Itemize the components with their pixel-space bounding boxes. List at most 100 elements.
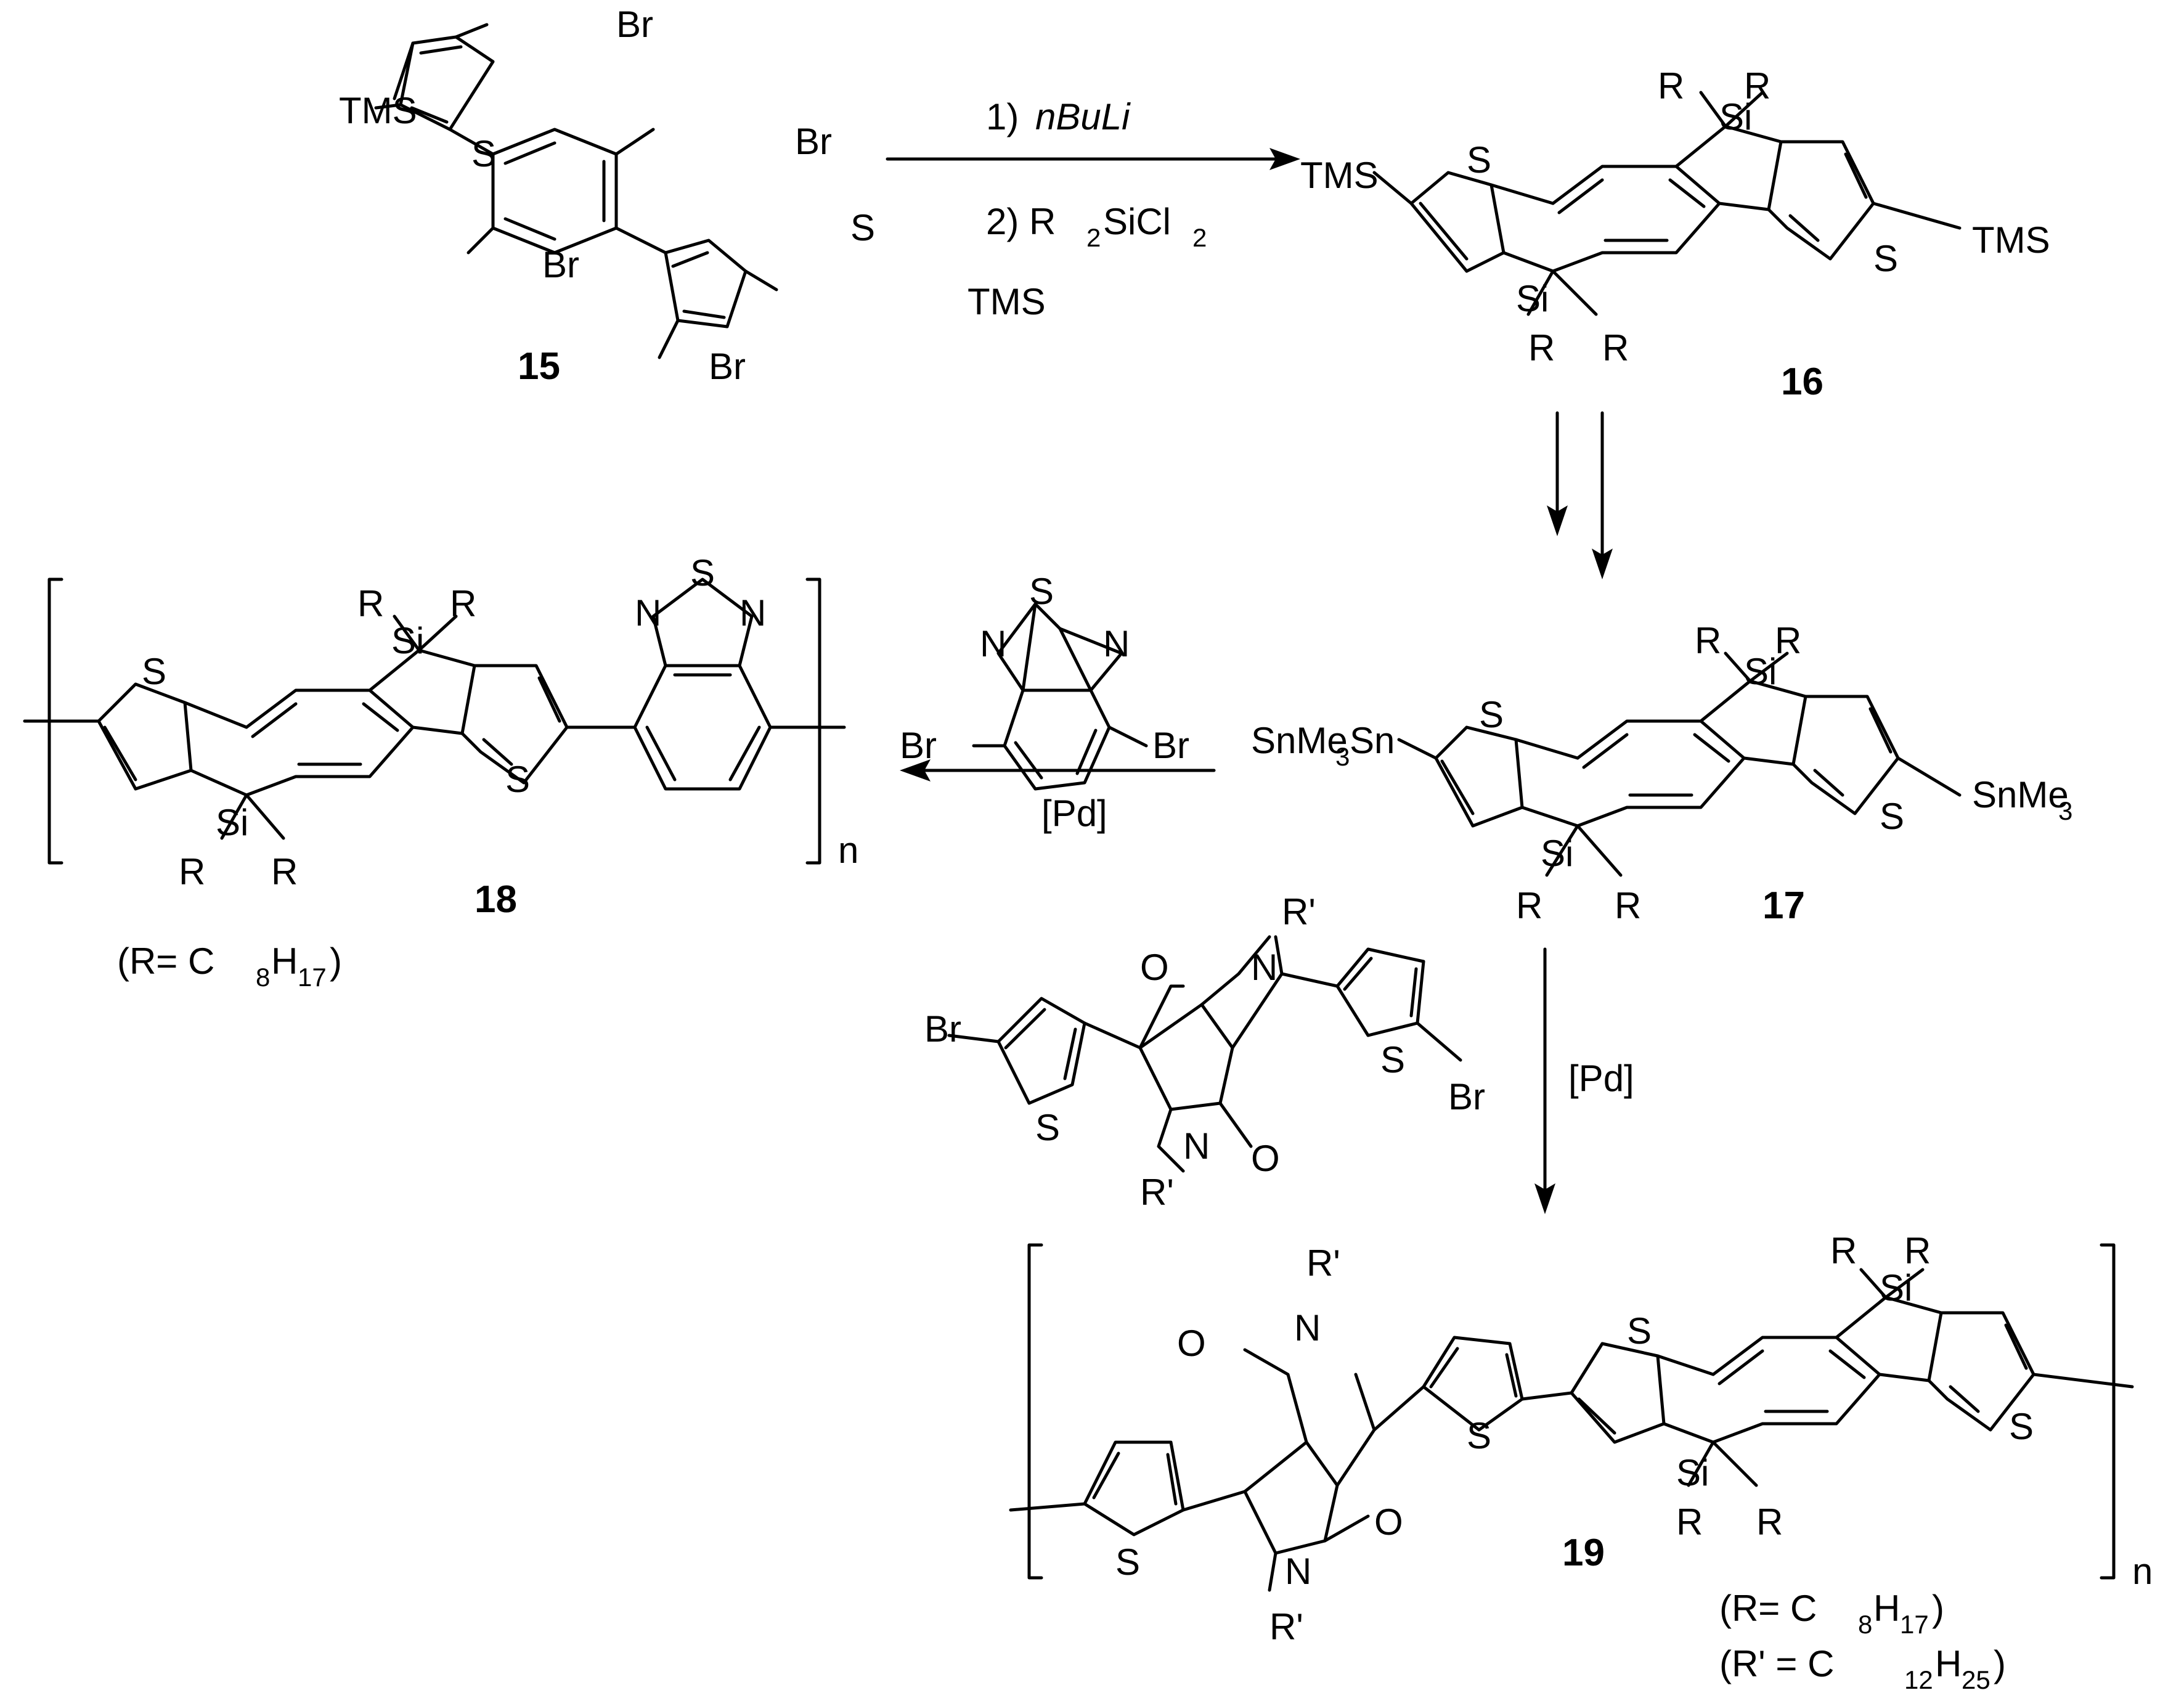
compound-15-number: 15 [518,345,560,388]
compound-16-number: 16 [1781,361,1823,403]
c19-repeat-n: n [2132,1551,2153,1592]
compound-17-number: 17 [1762,884,1805,927]
dpp-s-left: S [1035,1107,1060,1148]
c19-n-bottom: N [1285,1551,1311,1592]
c15-s-lower: S [850,207,875,248]
btd-s: S [1029,571,1054,612]
c19-sub-8: 8 [1858,1610,1872,1639]
c19-sub-25: 25 [1962,1665,1990,1694]
c19-r-1: R [1676,1501,1703,1543]
c17-snme3-left: SnMe [1251,720,1348,761]
c15-tms-lower: TMS [968,281,1046,322]
c18-si-lower: Si [216,802,248,843]
benzothiadiazole-reagent: S N N Br Br [900,571,1189,791]
c15-br-2: Br [795,121,832,162]
c19-close-paren-2: ) [1994,1643,2006,1684]
c18-r-definition: (R= C [117,941,214,982]
c17-s-right: S [1880,796,1904,837]
c16-r-2: R [1602,327,1629,369]
c17-s-left: S [1479,694,1504,735]
c19-r-2: R [1756,1501,1783,1543]
btd-br-left: Br [900,725,937,766]
c17-si-upper: Si [1744,651,1777,692]
c17-r-1: R [1516,885,1542,926]
dpp-reagent: Br S O N R' N R' O S Br [924,891,1485,1213]
c15-br-1: Br [616,4,653,45]
c17-snme3-right: SnMe [1972,774,2069,815]
c19-s-3: S [1627,1310,1652,1352]
btd-n-left: N [980,623,1006,664]
c17-sn-left-text: SnMe [1251,720,1348,761]
c19-s-2: S [1467,1415,1491,1456]
dpp-n-bottom: N [1183,1125,1210,1167]
c19-h: H [1873,1588,1900,1629]
dpp-rp-bottom: R' [1140,1172,1174,1213]
c15-br-4: Br [709,346,746,387]
pd-label-19: [Pd] [1568,1058,1634,1099]
c19-n-top: N [1294,1307,1321,1349]
c17-sub-3-left: 3 [1335,742,1350,771]
c19-sub-17: 17 [1900,1610,1929,1639]
c17-si-lower: Si [1541,833,1573,874]
dpp-o-bottom: O [1251,1138,1280,1179]
c16-si-upper: Si [1719,96,1752,137]
c18-btd-s: S [690,552,715,594]
c19-o-bottom: O [1374,1501,1403,1543]
c18-si-upper: Si [391,620,424,661]
c17-r-3: R [1695,620,1721,661]
pd-label-18: [Pd] [1041,793,1107,834]
c16-tms-right: TMS [1972,219,2050,261]
c16-r-1: R [1528,327,1555,369]
arrow-16-to-17 [1547,411,1613,579]
c15-br-3: Br [542,244,579,285]
dpp-n-top: N [1251,947,1277,988]
compound-18: S Si R R Si R R S S N N n 18 (R= C 8 H 1… [23,552,858,992]
compound-19-number: 19 [1562,1532,1605,1574]
c19-s-4: S [2009,1406,2034,1447]
dpp-rp-top: R' [1282,891,1316,933]
c19-r-3: R [1830,1230,1857,1271]
dpp-br-right: Br [1448,1076,1485,1117]
c18-s-left: S [142,651,166,692]
c17-sub-3-right: 3 [2058,796,2072,825]
step2-sub-cl: 2 [1192,223,1207,252]
compound-19: S N R' O O N R' S S Si R R Si R R S n 19… [1009,1230,2153,1694]
c16-s-right: S [1873,238,1898,279]
btd-br-right: Br [1152,725,1189,766]
btd-n-right: N [1103,623,1130,664]
c18-r-2: R [271,851,298,892]
arrow-17-to-19: [Pd] [1534,947,1634,1214]
c18-h: H [271,941,298,982]
c16-si-lower: Si [1516,278,1549,319]
arrow-17-to-18: [Pd] [900,759,1216,834]
c18-close-paren: ) [330,941,342,982]
step1-reagent: nBuLi [1035,96,1131,137]
c18-repeat-n: n [838,830,858,871]
c18-r-1: R [179,851,205,892]
compound-15: TMS S Br Br Br S TMS Br 15 [339,4,1046,388]
c19-r-definition: (R= C [1719,1588,1817,1629]
c17-r-2: R [1615,885,1641,926]
c18-btd-n-1: N [635,592,661,634]
c16-tms-left: TMS [1300,155,1379,196]
c18-sub-17: 17 [298,963,327,992]
c18-r-4: R [450,583,476,624]
c19-rp-top: R' [1306,1243,1340,1284]
c15-tms-upper: TMS [339,90,417,131]
step1-label: 1) [986,96,1019,137]
c16-r-4: R [1744,65,1770,107]
c17-r-4: R [1775,620,1801,661]
c19-s-1: S [1115,1541,1140,1583]
c15-s-upper: S [471,133,496,174]
compound-18-number: 18 [475,878,517,921]
step2-sub-r: 2 [1086,223,1101,252]
c19-rp-definition: (R' = C [1719,1643,1834,1684]
c19-si-upper: Si [1880,1267,1912,1308]
compound-17: SnMe 3 Sn S Si R R Si R R S SnMe 3 17 [1251,620,2072,927]
c19-rp-bottom: R' [1269,1606,1303,1647]
c19-si-lower: Si [1676,1452,1709,1493]
dpp-br-left: Br [924,1008,961,1050]
c18-btd-n-2: N [740,592,766,634]
